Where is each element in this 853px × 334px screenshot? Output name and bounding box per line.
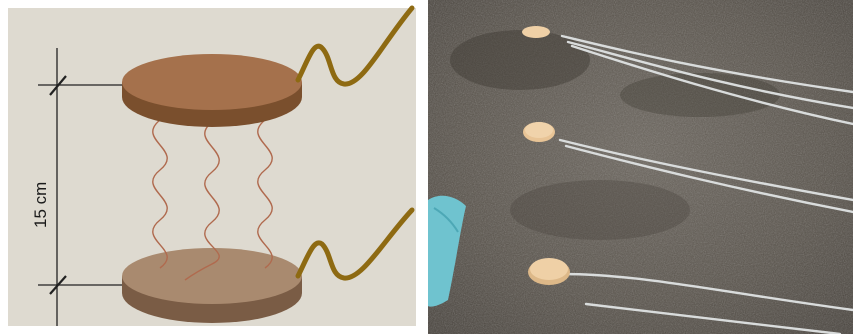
- dimension-label: 15 cm: [31, 182, 50, 228]
- bottom-disk: [122, 248, 302, 323]
- schematic-panel: 15 cm: [8, 8, 416, 326]
- top-disk: [122, 54, 302, 127]
- field-photo: [428, 0, 853, 334]
